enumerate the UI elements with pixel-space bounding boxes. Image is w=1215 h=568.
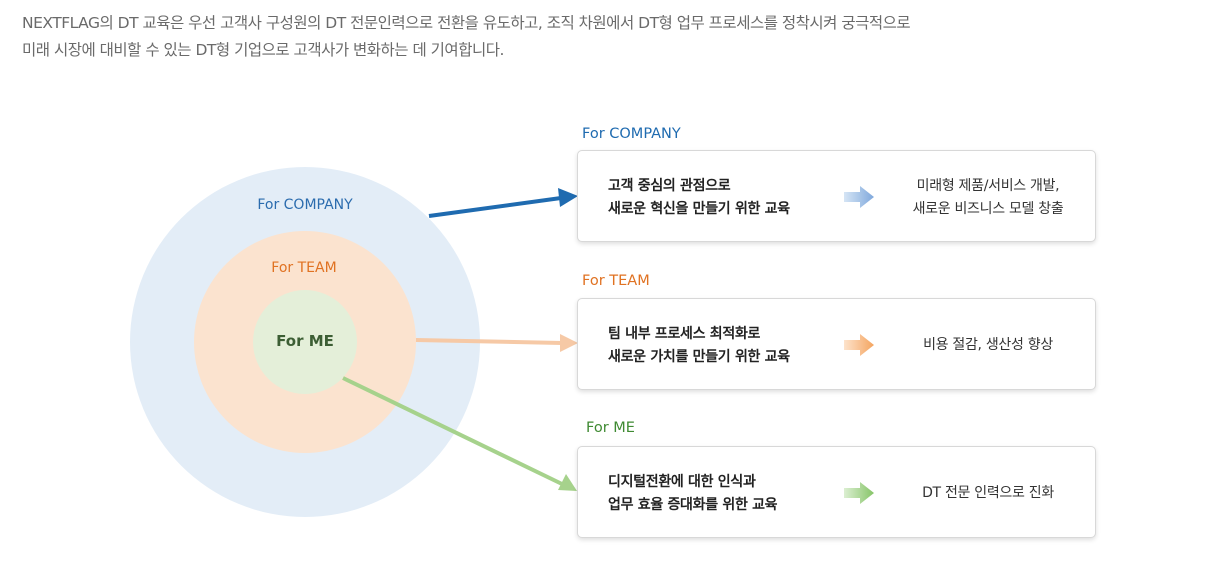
section-title-company: For COMPANY	[582, 126, 681, 142]
me-desc-line-1: 디지털전환에 대한 인식과	[608, 474, 756, 490]
company-result-line-1: 미래형 제품/서비스 개발,	[916, 178, 1060, 194]
intro-text: NEXTFLAG의 DT 교육은 우선 고객사 구성원의 DT 전문인력으로 전…	[22, 10, 1212, 64]
me-circle	[253, 290, 357, 394]
right-arrow-icon	[844, 334, 874, 356]
card-me: 디지털전환에 대한 인식과 업무 효율 증대화를 위한 교육 DT 전문 인력으…	[577, 446, 1096, 538]
intro-line-1: NEXTFLAG의 DT 교육은 우선 고객사 구성원의 DT 전문인력으로 전…	[22, 14, 911, 32]
team-desc-line-2: 새로운 가치를 만들기 위한 교육	[608, 349, 790, 365]
team-result-line-1: 비용 절감, 생산성 향상	[923, 337, 1053, 353]
circle-label-team: For TEAM	[271, 260, 337, 276]
circle-label-company: For COMPANY	[257, 197, 353, 213]
company-description: 고객 중심의 관점으로 새로운 혁신을 만들기 위한 교육	[608, 175, 790, 221]
company-result-line-2: 새로운 비즈니스 모델 창출	[912, 201, 1064, 217]
team-description: 팀 내부 프로세스 최적화로 새로운 가치를 만들기 위한 교육	[608, 323, 790, 369]
me-connector-arrow	[342, 376, 577, 491]
company-desc-line-1: 고객 중심의 관점으로	[608, 178, 731, 194]
company-connector-arrow	[428, 188, 578, 218]
company-result: 미래형 제품/서비스 개발, 새로운 비즈니스 모델 창출	[888, 175, 1088, 221]
intro-line-2: 미래 시장에 대비할 수 있는 DT형 기업으로 고객사가 변화하는 데 기여합…	[22, 41, 504, 59]
circle-label-me: For ME	[276, 332, 334, 350]
section-title-me: For ME	[586, 420, 635, 436]
card-team: 팀 내부 프로세스 최적화로 새로운 가치를 만들기 위한 교육 비용 절감, …	[577, 298, 1096, 390]
me-result-line-1: DT 전문 인력으로 진화	[922, 485, 1054, 501]
right-arrow-icon	[844, 186, 874, 208]
me-result: DT 전문 인력으로 진화	[888, 482, 1088, 505]
team-result: 비용 절감, 생산성 향상	[888, 334, 1088, 357]
me-desc-line-2: 업무 효율 증대화를 위한 교육	[608, 497, 778, 513]
section-title-team: For TEAM	[582, 273, 650, 289]
team-desc-line-1: 팀 내부 프로세스 최적화로	[608, 326, 761, 342]
company-desc-line-2: 새로운 혁신을 만들기 위한 교육	[608, 201, 790, 217]
card-company: 고객 중심의 관점으로 새로운 혁신을 만들기 위한 교육 미래형 제품/서비스…	[577, 150, 1096, 242]
right-arrow-icon	[844, 482, 874, 504]
team-connector-arrow	[415, 334, 578, 352]
me-description: 디지털전환에 대한 인식과 업무 효율 증대화를 위한 교육	[608, 471, 778, 517]
